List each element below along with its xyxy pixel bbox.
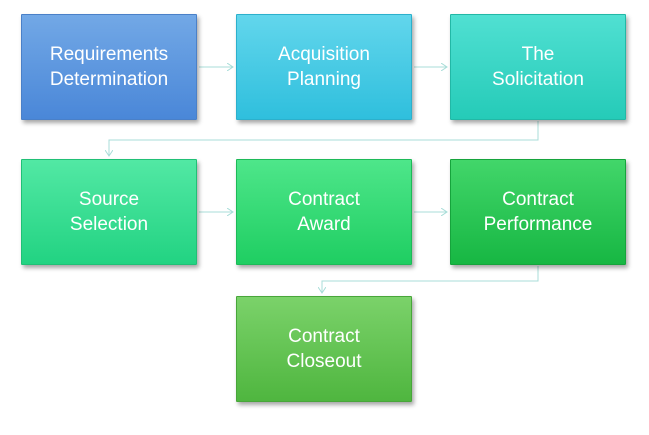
step-label: Source Selection bbox=[69, 189, 149, 235]
step-label: Contract Award bbox=[288, 189, 360, 235]
arrow-performance-to-closeout bbox=[322, 266, 539, 293]
step-source-selection: Source Selection bbox=[21, 159, 197, 265]
step-label: Contract Performance bbox=[483, 189, 593, 235]
step-contract-performance: Contract Performance bbox=[450, 159, 626, 265]
step-requirements-determination: Requirements Determination bbox=[21, 14, 197, 120]
step-acquisition-planning: Acquisition Planning bbox=[236, 14, 412, 120]
arrow-solicitation-to-source-selection bbox=[109, 121, 539, 156]
step-label: Requirements Determination bbox=[49, 44, 169, 90]
step-label: Contract Closeout bbox=[286, 326, 362, 372]
step-contract-closeout: Contract Closeout bbox=[236, 296, 412, 402]
step-label: The Solicitation bbox=[492, 44, 584, 90]
step-the-solicitation: The Solicitation bbox=[450, 14, 626, 120]
step-label: Acquisition Planning bbox=[278, 44, 370, 90]
step-contract-award: Contract Award bbox=[236, 159, 412, 265]
